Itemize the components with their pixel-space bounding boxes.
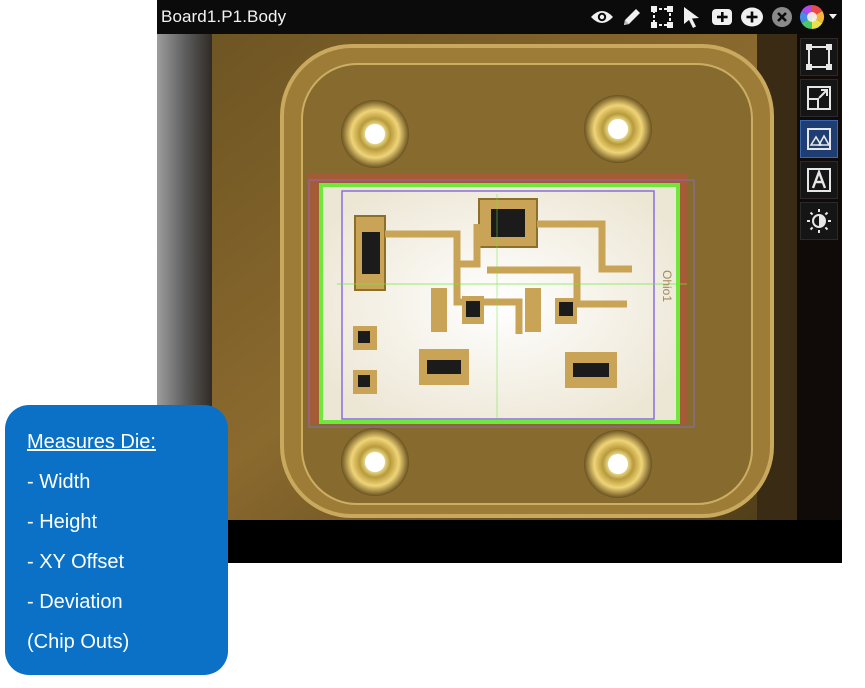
pencil-icon[interactable]	[618, 3, 646, 31]
callout-item-chip-outs: (Chip Outs)	[27, 631, 130, 653]
side-toolbar	[800, 38, 838, 240]
viewer-toolbar	[588, 0, 842, 34]
bond-pad-top-right	[584, 95, 652, 163]
add-box-icon[interactable]	[708, 3, 736, 31]
measures-callout: Measures Die: - Width - Height - XY Offs…	[5, 405, 228, 675]
add-circle-icon[interactable]	[738, 3, 766, 31]
callout-item-width: - Width	[27, 471, 91, 493]
bond-pad-top-left	[341, 100, 409, 168]
die-marking-text: Ohio1	[660, 270, 674, 302]
viewer-title: Board1.P1.Body	[161, 7, 287, 26]
die-inner-overlay	[341, 190, 655, 420]
dropdown-arrow-icon[interactable]	[828, 3, 838, 31]
color-wheel-icon[interactable]	[798, 3, 826, 31]
callout-item-height: - Height	[27, 511, 98, 533]
die-chip: Ohio1	[307, 174, 695, 428]
bond-pad-bottom-left	[341, 428, 409, 496]
fit-to-window-icon[interactable]	[800, 38, 838, 76]
camera-image[interactable]: Ohio1	[157, 34, 797, 520]
text-annotation-icon[interactable]	[800, 161, 838, 199]
pointer-arrow-icon[interactable]	[678, 3, 706, 31]
zoom-to-actual-icon[interactable]	[800, 79, 838, 117]
callout-heading: Measures Die:	[27, 431, 156, 453]
brightness-icon[interactable]	[800, 202, 838, 240]
eye-icon[interactable]	[588, 3, 616, 31]
die-outline-overlay	[319, 183, 680, 424]
viewer-bottom-bar	[157, 520, 842, 563]
callout-item-xy-offset: - XY Offset	[27, 551, 125, 573]
close-circle-icon[interactable]	[768, 3, 796, 31]
bond-pad-bottom-right	[584, 430, 652, 498]
inspection-viewer: Board1.P1.Body	[157, 0, 842, 563]
select-region-icon[interactable]	[648, 3, 676, 31]
callout-item-deviation: - Deviation	[27, 591, 123, 613]
overlay-shapes-icon[interactable]	[800, 120, 838, 158]
